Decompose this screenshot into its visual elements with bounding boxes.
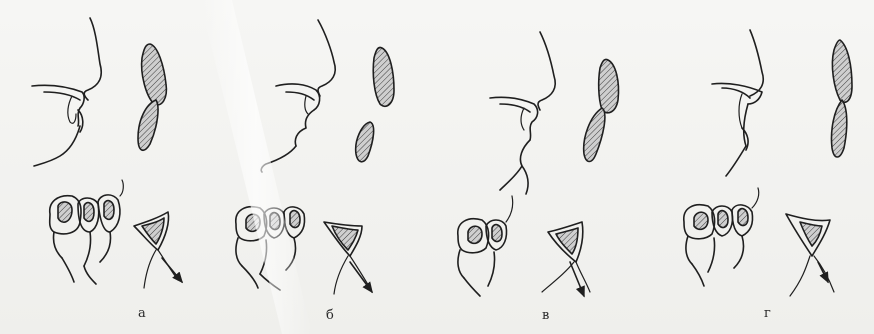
molars-a [50,180,124,284]
panel-label-v: в [542,308,549,323]
incisors-v [584,59,619,161]
panel-a [32,18,182,288]
incisors-a [138,44,166,150]
profile-drawing-v [490,32,555,194]
panel-g [684,30,852,296]
profile-drawing-b [261,20,335,172]
profile-drawing-g [712,30,763,176]
incisor-cross-section-b [324,222,372,294]
incisor-cross-section-a [134,212,182,288]
incisors-g [831,40,852,157]
panel-label-b: б [326,308,334,323]
molars-g [684,188,759,286]
panel-label-a: а [138,306,146,321]
panel-label-g: г [764,306,771,321]
incisor-cross-section-v [542,222,590,296]
molars-v [458,196,513,296]
profile-drawing-a [32,18,101,166]
panel-v [458,32,619,296]
incisor-cross-section-g [786,214,834,296]
incisors-b [356,47,394,161]
